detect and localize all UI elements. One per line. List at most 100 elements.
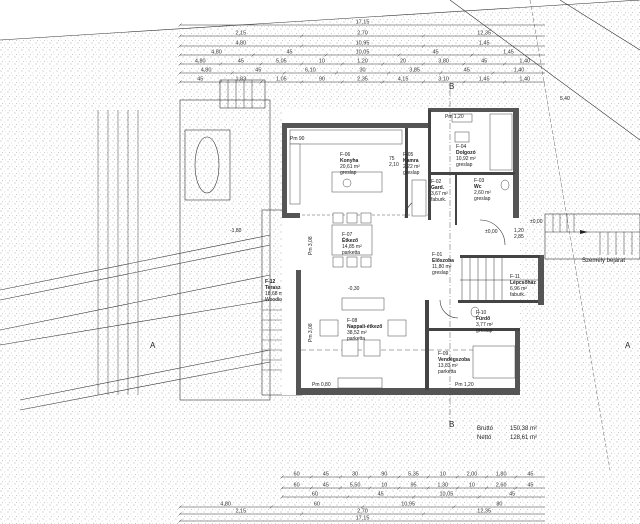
plot-boundary: [0, 0, 640, 141]
room-label-vendegszoba: F-09 Vendégszoba 13,83 m² parketta: [438, 351, 470, 375]
dimension-value: 60: [294, 472, 300, 478]
dimension-tick: [218, 80, 223, 84]
dimension-tick: [477, 495, 481, 499]
stair-note: 1,20: [514, 228, 524, 234]
dimension-value: 45: [286, 50, 292, 56]
svg-text:F-03: F-03: [474, 178, 485, 184]
svg-text:Fürdő: Fürdő: [476, 316, 490, 322]
room-label-furdo: F-10 Fürdő 3,77 m² greslap: [476, 310, 493, 334]
dimension-tick: [178, 71, 182, 75]
dimension-tick: [280, 475, 284, 479]
dimension-value: 45: [323, 483, 329, 489]
stair-note-2: 2,85: [514, 234, 524, 240]
svg-text:F-10: F-10: [476, 310, 487, 316]
dimension-tick: [462, 80, 466, 84]
svg-text:parketta: parketta: [342, 250, 360, 256]
dimension-tick: [178, 53, 182, 57]
dimension-tick: [178, 62, 182, 66]
svg-text:F-02: F-02: [431, 179, 442, 185]
room-label-eloszoba: F-01 Előszoba 11,80 m² greslap: [432, 252, 454, 276]
dimension-tick: [178, 34, 182, 38]
svg-text:Gard.: Gard.: [431, 185, 445, 191]
dimension-value: 1,45: [479, 77, 490, 83]
dimension-tick: [282, 71, 286, 75]
svg-text:greslap: greslap: [456, 162, 473, 168]
svg-text:F-01: F-01: [432, 252, 443, 258]
svg-text:10,92 m²: 10,92 m²: [456, 156, 476, 162]
dimension-value: 10,05: [356, 50, 370, 56]
svg-text:Dolgozó: Dolgozó: [456, 150, 476, 156]
dimension-tick: [397, 486, 401, 490]
dimension-value: 5,35: [408, 472, 419, 478]
dimension-tick: [309, 486, 313, 490]
dimension-tick: [470, 53, 474, 57]
dimension-tick: [484, 486, 489, 490]
dimension-value: 45: [378, 492, 384, 498]
svg-text:Vendégszoba: Vendégszoba: [438, 357, 470, 363]
dimension-value: 12,35: [477, 31, 491, 37]
window-label-living-side: Pm 3,08: [308, 323, 314, 342]
dimension-value: 10,95: [401, 502, 415, 508]
room-label-wc: F-03 Wc 2,60 m² greslap: [474, 178, 491, 202]
room-label-kamra: F-05 Kamra 2,22 m² greslap: [403, 152, 420, 176]
dimension-tick: [269, 505, 273, 509]
level-hall: ±0,00: [485, 229, 498, 235]
dimension-tick: [280, 486, 284, 490]
dimension-value: 2,35: [357, 77, 368, 83]
section-marker-b-top: B: [449, 82, 454, 91]
window-label-study: Pm 1,20: [445, 114, 464, 120]
area-summary: Bruttó 150,38 m² Nettó 128,61 m²: [477, 426, 537, 441]
dimension-tick: [452, 505, 456, 509]
dimension-value: 17,15: [356, 516, 370, 522]
dimension-value: 45: [527, 472, 533, 478]
svg-text:F-09: F-09: [438, 351, 449, 357]
svg-text:greslap: greslap: [432, 270, 449, 276]
svg-text:greslap: greslap: [403, 170, 420, 176]
level-entrance: ±0,00: [530, 219, 543, 225]
svg-text:F-04: F-04: [456, 144, 467, 150]
dimension-value: 5,50: [350, 483, 361, 489]
dimension-value: 4,80: [211, 50, 222, 56]
dimension-value: 1,45: [479, 41, 490, 47]
dimension-value: 45: [197, 77, 203, 83]
svg-text:6,96 m²: 6,96 m²: [510, 286, 527, 292]
dimension-value: 10: [440, 472, 446, 478]
dimension-value: 1,40: [519, 59, 530, 65]
dimension-tick: [178, 80, 182, 84]
dimension-value: 2,70: [357, 31, 368, 37]
dimension-value: 45: [527, 483, 533, 489]
dimension-value: 4,80: [220, 502, 231, 508]
terrace-code: F-12: [265, 279, 276, 285]
dimension-tick: [346, 495, 350, 499]
svg-text:Konyha: Konyha: [340, 158, 359, 164]
svg-text:3,67 m²: 3,67 m²: [431, 191, 448, 197]
terrace-name: Terasz: [265, 285, 281, 291]
dimension-tick: [426, 486, 430, 490]
dimension-tick: [421, 34, 426, 38]
dimension-tick: [324, 53, 328, 57]
dimension-tick: [340, 80, 344, 84]
dimension-value: 4,80: [201, 68, 212, 74]
dimension-value: 17,15: [356, 20, 370, 26]
house: [282, 90, 544, 430]
dimension-tick: [360, 505, 365, 509]
dimension-tick: [178, 505, 182, 509]
dimension-value: 80: [496, 502, 502, 508]
dimension-tick: [421, 62, 426, 66]
dimension-value: 4,80: [235, 41, 246, 47]
dimension-value: 1,83: [235, 77, 246, 83]
dimension-value: 20: [400, 59, 406, 65]
window-label-dining-side: Pm 3,08: [308, 236, 314, 255]
room-label-etkezo: F-07 Étkező 14,85 m² parketta: [342, 232, 362, 256]
dimension-tick: [426, 475, 430, 479]
svg-text:F-11: F-11: [510, 274, 520, 280]
dimension-value: 1,05: [276, 77, 287, 83]
window-label-kitchen: Pm 90: [290, 136, 305, 142]
dimension-tick: [484, 475, 489, 479]
dimension-value: 45: [238, 59, 244, 65]
dimension-tick: [455, 486, 460, 490]
room-label-nappali: F-08 Nappali-étkező 38,52 m² parketta: [347, 318, 382, 342]
dimension-tick: [230, 71, 234, 75]
dimension-value: 30: [352, 472, 358, 478]
